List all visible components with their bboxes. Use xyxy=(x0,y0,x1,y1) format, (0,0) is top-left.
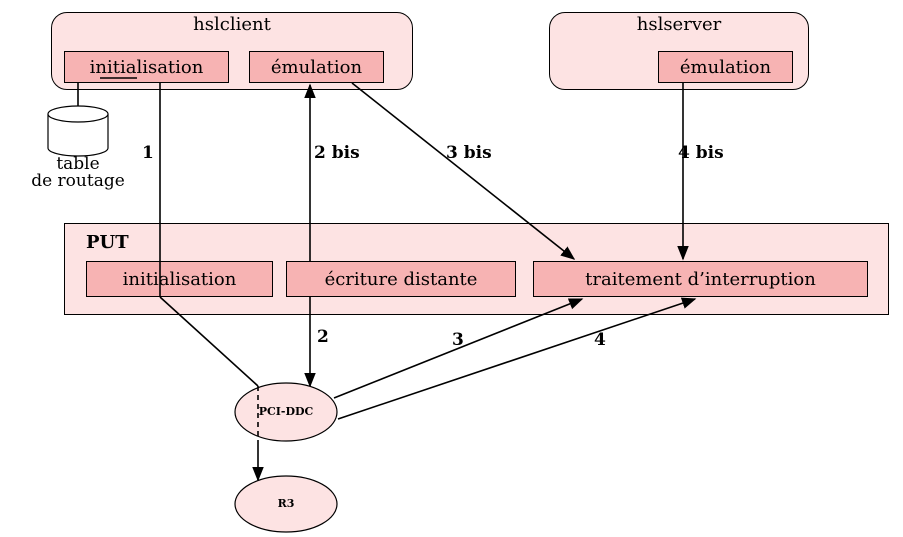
arrow-3-label: 3 xyxy=(452,330,464,350)
arrow-3-line xyxy=(333,298,584,399)
routing-table-label-line2: de routage xyxy=(31,171,125,191)
hslserver-emulation-box[interactable]: émulation xyxy=(658,51,793,83)
routing-table-cylinder xyxy=(47,105,109,157)
init-to-pci-line xyxy=(159,296,259,387)
pci-ddc-node xyxy=(234,382,338,442)
arrow-3bis-label: 3 bis xyxy=(446,143,492,163)
routing-table-label: table de routage xyxy=(0,156,156,190)
arrow-3bis-line xyxy=(351,82,576,260)
hslclient-init-box[interactable]: initialisation xyxy=(64,51,229,83)
put-interrupt-box[interactable]: traitement d’interruption xyxy=(533,261,868,297)
routing-table-label-line1: table xyxy=(56,154,100,174)
arrow-4bis-label: 4 bis xyxy=(678,143,724,163)
pci-ddc-label: PCI-DDC xyxy=(258,405,314,418)
r3-label: R3 xyxy=(277,497,295,510)
arrow-4-label: 4 xyxy=(594,330,606,350)
arrow-2bis-label: 2 bis xyxy=(314,143,360,163)
r3-node xyxy=(234,475,338,533)
put-title: PUT xyxy=(86,232,129,253)
put-remote-write-box[interactable]: écriture distante xyxy=(286,261,516,297)
hslclient-title: hslclient xyxy=(193,14,271,35)
hslclient-emulation-box[interactable]: émulation xyxy=(249,51,384,83)
arrow-2-label: 2 xyxy=(317,327,329,347)
arrow-1-label: 1 xyxy=(142,143,154,163)
arrow-4-line xyxy=(337,297,697,420)
put-init-box[interactable]: initialisation xyxy=(86,261,273,297)
hslserver-title: hslserver xyxy=(636,14,722,35)
